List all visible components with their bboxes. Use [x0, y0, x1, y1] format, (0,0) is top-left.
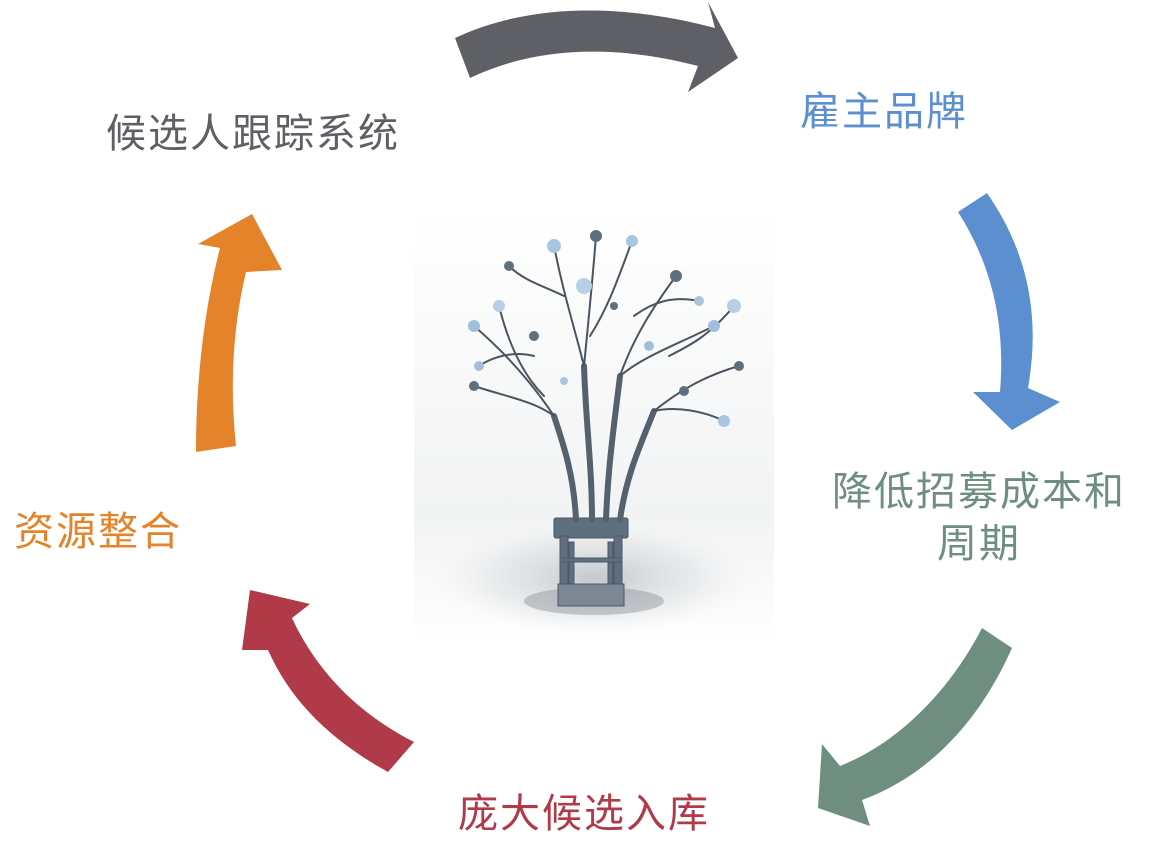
step-label-candidate-tracking: 候选人跟踪系统	[106, 111, 400, 157]
floor-shadow	[419, 516, 769, 640]
arrow-gray	[455, 2, 738, 92]
step-label-candidate-pool: 庞大候选入库	[458, 791, 710, 837]
arrow-red	[242, 590, 414, 772]
tree-blossoms	[468, 230, 744, 427]
tree-on-chair-illustration	[414, 206, 774, 646]
arrow-blue	[958, 193, 1060, 430]
tree-trunks	[551, 363, 657, 523]
step-label-employer-brand: 雇主品牌	[800, 89, 968, 135]
step-label-reduce-cost-line2: 周期	[937, 521, 1021, 567]
tree-branches	[473, 235, 740, 422]
step-label-reduce-cost-line1: 降低招募成本和	[832, 469, 1126, 515]
step-label-resource-integration: 资源整合	[14, 509, 182, 555]
arrow-orange	[196, 214, 282, 452]
arrow-green	[818, 628, 1012, 826]
step-label-reduce-cost: 降低招募成本和 周期	[832, 466, 1126, 570]
chair	[553, 517, 629, 607]
